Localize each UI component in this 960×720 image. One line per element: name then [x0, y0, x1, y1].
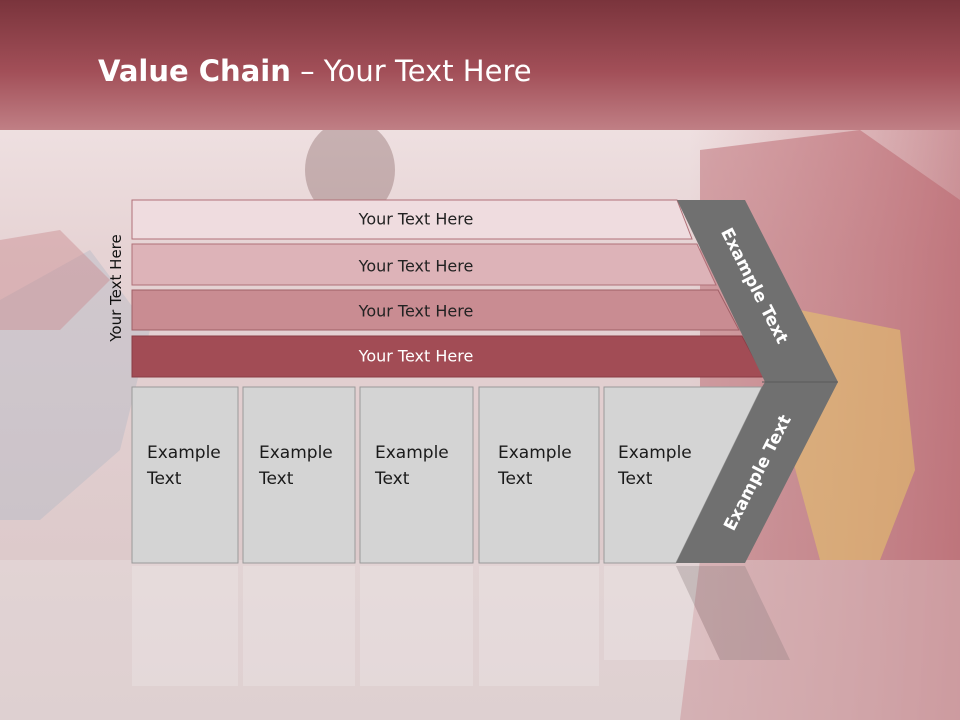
row-label-1: Your Text Here: [358, 209, 474, 229]
cell-box-1: [131, 386, 239, 564]
row-label-4: Your Text Here: [358, 346, 474, 366]
cell-box-3: [359, 386, 474, 564]
slide-title: Value Chain – Your Text Here: [98, 54, 532, 88]
row-bar-2: [131, 243, 717, 286]
row-label-3: Your Text Here: [358, 301, 474, 321]
row-label-2: Your Text Here: [358, 256, 474, 276]
title-bold: Value Chain: [98, 54, 291, 88]
title-rest: – Your Text Here: [290, 54, 532, 88]
cell-box-4: [478, 386, 600, 564]
row-bar-1: [131, 199, 693, 240]
side-label: Your Text Here: [107, 234, 125, 342]
reflection: [132, 566, 790, 686]
row-bar-3: [131, 289, 740, 331]
cell-box-2: [242, 386, 356, 564]
